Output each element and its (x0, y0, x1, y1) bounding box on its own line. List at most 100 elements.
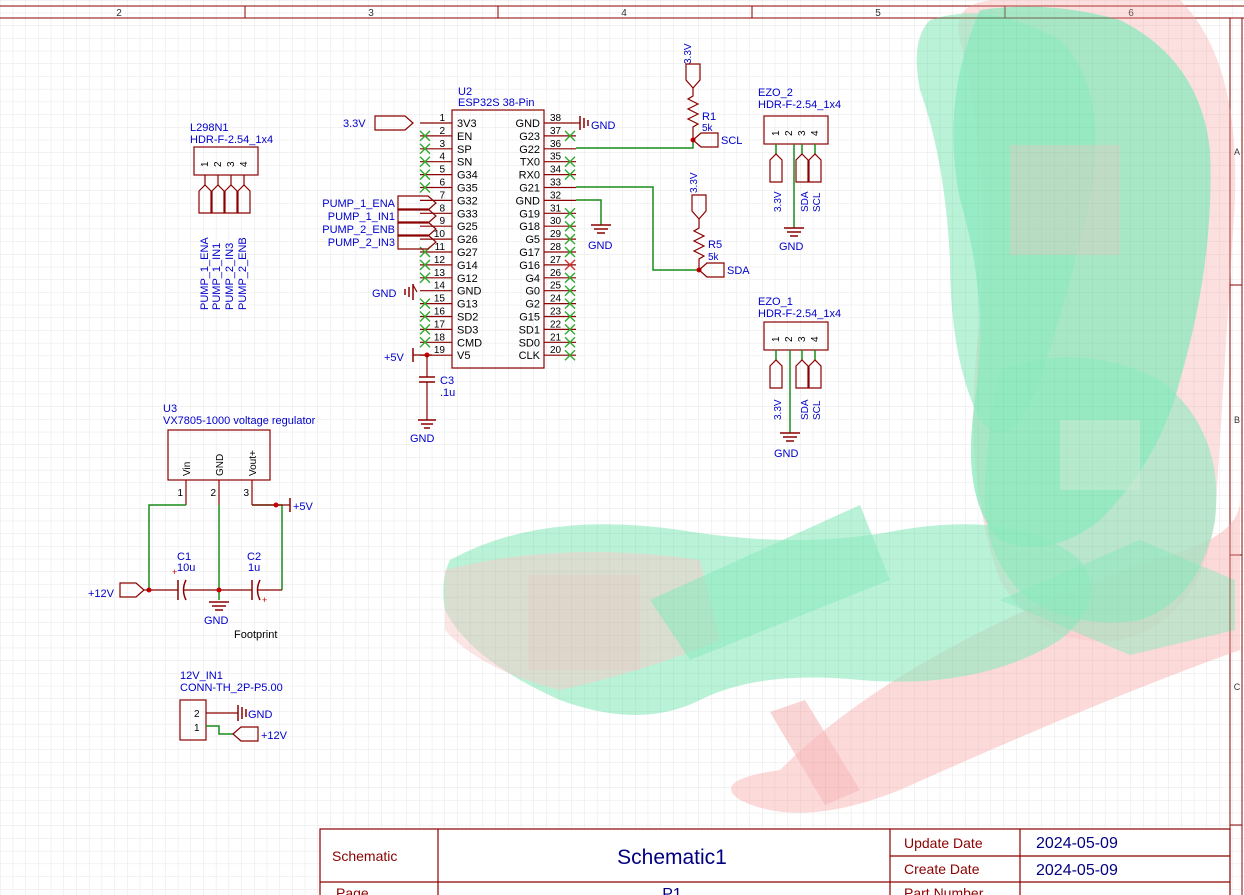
r5-resistor[interactable]: 3.3V R5 5k SDA (689, 172, 750, 278)
ezo1-value: HDR-F-2.54_1x4 (758, 308, 841, 320)
c2-value: 1u (248, 562, 260, 574)
u3-pin-number: 2 (210, 488, 216, 499)
u2-pin-number: 21 (550, 332, 562, 343)
u2-pin-name: CLK (519, 350, 541, 362)
u2-3v3-net[interactable]: 3.3V (343, 115, 414, 131)
u2-pin-number: 28 (550, 242, 562, 253)
ezo2-scl-label: SCL (812, 192, 823, 212)
u2-pin-number: 26 (550, 268, 562, 279)
u2-pin-name: G18 (519, 221, 540, 233)
u2-pin-number: 19 (434, 345, 446, 356)
no-connect-mark (564, 349, 576, 361)
u2-pin-name: V5 (457, 350, 470, 362)
r1-resistor[interactable]: 3.3V R1 5k SCL (683, 43, 742, 148)
u2-pin-number: 35 (550, 152, 562, 163)
u2-pin-name: G17 (519, 247, 540, 259)
conn-12v-in[interactable]: 12V_IN1 CONN-TH_2P-P5.00 2 1 GND +12V (179, 670, 288, 742)
u3-pin-number: 3 (243, 488, 249, 499)
no-connect-mark (564, 156, 576, 168)
u2-pin-name: SD3 (457, 324, 478, 336)
ezo2-pin-number: 2 (784, 130, 795, 136)
conn12v-pin1: 1 (194, 723, 200, 734)
u2-pin-number: 20 (550, 345, 562, 356)
c1-ref: C1 (177, 551, 191, 563)
c1-value: 10u (177, 562, 195, 574)
conn12v-12v-label: +12V (261, 730, 288, 742)
title-block-schematic-label: Schematic (332, 848, 397, 864)
u3-pin-number: 1 (177, 488, 183, 499)
u2-pin-number: 22 (550, 319, 562, 330)
u2-pin-number: 12 (434, 255, 446, 266)
u2-pin-name: G13 (457, 299, 478, 311)
ezo1-net-flag (808, 359, 822, 389)
title-block-create-date-label: Create Date (904, 861, 980, 877)
u2-pin-name: G19 (519, 208, 540, 220)
net-pump-2-enb: PUMP_2_ENB (322, 224, 395, 236)
no-connect-mark (564, 169, 576, 181)
ezo2-net-flag (795, 153, 809, 183)
ezo1-sda-label: SDA (800, 399, 811, 420)
ezo1-3v3-label: 3.3V (773, 399, 784, 420)
ezo2-pin-number: 3 (797, 130, 808, 136)
l298n1-net-pump-2-enb: PUMP_2_ENB (237, 237, 249, 310)
ezo1-pin-number: 3 (797, 336, 808, 342)
u2-pin-name: SD0 (519, 337, 540, 349)
u2-pin-name: G0 (525, 286, 540, 298)
frame-col-label: 3 (368, 8, 374, 19)
ezo1-net-flag (795, 359, 809, 389)
u2-pin-number: 23 (550, 307, 562, 318)
u3-regulator[interactable]: U3 VX7805-1000 voltage regulator Vin1GND… (88, 403, 316, 641)
ezo1-pin-number: 1 (771, 336, 782, 342)
u2-gnd-right-top[interactable]: GND (579, 116, 616, 132)
u2-pin-number: 13 (434, 268, 446, 279)
title-block-update-date: 2024-05-09 (1036, 835, 1118, 852)
no-connect-mark (419, 143, 431, 155)
u3-pin-name: Vout+ (248, 450, 259, 476)
conn12v-ref: 12V_IN1 (180, 670, 223, 682)
u2-pin-name: G2 (525, 299, 540, 311)
u2-pin-name: G26 (457, 234, 478, 246)
u2-pin-number: 33 (550, 178, 562, 189)
ezo1-ref: EZO_1 (758, 296, 793, 308)
no-connect-mark (419, 182, 431, 193)
no-connect-mark (419, 311, 431, 322)
u2-pin-number: 11 (435, 242, 446, 253)
u2-pin-number: 36 (550, 139, 562, 150)
ezo2-ref: EZO_2 (758, 87, 793, 99)
u2-5v-net[interactable]: +5V C3 .1u GND (384, 348, 455, 445)
net-gnd-left-label: GND (372, 288, 397, 300)
frame-row-label: B (1234, 415, 1240, 425)
no-connect-mark (564, 246, 576, 258)
u2-pin-number: 27 (550, 255, 562, 266)
wires-u2-right[interactable]: GND (576, 140, 699, 271)
u2-pin-number: 4 (439, 152, 445, 163)
no-connect-mark (419, 259, 431, 271)
title-block[interactable]: Schematic Schematic1 Update Date 2024-05… (319, 828, 1231, 895)
no-connect-mark (564, 207, 576, 219)
u2-pin-name: EN (457, 131, 472, 143)
no-connect-mark (419, 130, 431, 142)
u2-pin-name: GND (457, 286, 482, 298)
title-block-create-date: 2024-05-09 (1036, 862, 1118, 879)
no-connect-mark (564, 336, 576, 348)
u2-pin-number: 14 (434, 281, 446, 292)
l298n1-ref: L298N1 (190, 122, 229, 134)
no-connect-mark (564, 233, 576, 245)
r5-value: 5k (708, 252, 720, 263)
pump-net-labels[interactable]: PUMP_1_ENA PUMP_1_IN1 PUMP_2_ENB PUMP_2_… (322, 195, 437, 250)
u2-gnd-left[interactable]: GND (372, 284, 418, 300)
ezo2-value: HDR-F-2.54_1x4 (758, 99, 841, 111)
l298n1-net-pump-1-in1: PUMP_1_IN1 (211, 243, 223, 310)
net-scl-r1: SCL (721, 135, 742, 147)
ezo1-pin-number: 4 (810, 336, 821, 342)
no-connect-mark (564, 220, 576, 232)
u2-pin-number: 8 (439, 203, 445, 214)
u2-pin-number: 30 (550, 216, 562, 227)
title-block-page-label: Page (336, 885, 369, 895)
r1-ref: R1 (702, 111, 716, 123)
